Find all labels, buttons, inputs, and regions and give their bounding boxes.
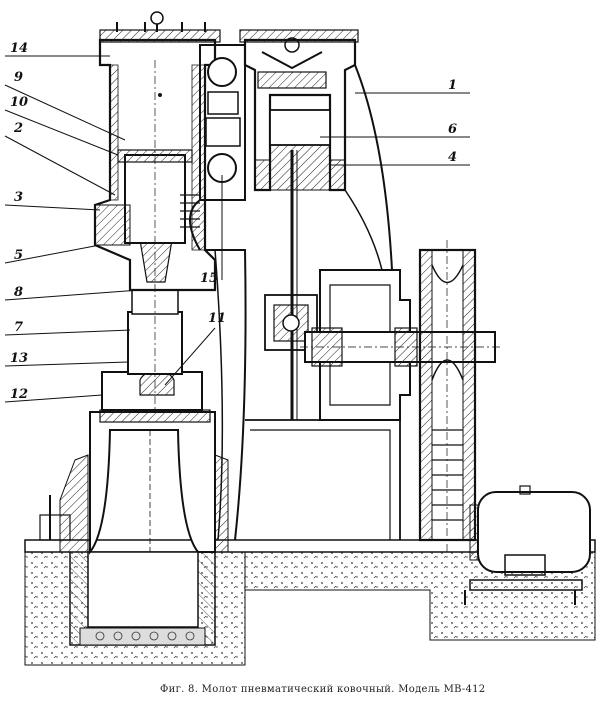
callout-8: 8 bbox=[14, 285, 23, 300]
callout-7: 7 bbox=[14, 320, 23, 335]
callout-10: 10 bbox=[10, 95, 28, 110]
valve-block bbox=[189, 44, 246, 251]
compressor-cylinder bbox=[239, 29, 359, 192]
motor bbox=[464, 485, 591, 605]
callout-4: 4 bbox=[448, 150, 457, 165]
anvil bbox=[39, 409, 229, 555]
callout-6: 6 bbox=[448, 122, 457, 137]
callout-leaders bbox=[4, 55, 470, 403]
frame bbox=[205, 64, 401, 541]
callout-13: 13 bbox=[10, 351, 28, 366]
callout-1: 1 bbox=[448, 78, 457, 93]
callout-5: 5 bbox=[14, 248, 23, 263]
callout-15: 15 bbox=[200, 271, 218, 286]
callout-9: 9 bbox=[14, 70, 23, 85]
figure-caption: Фиг. 8. Молот пневматический ковочный. М… bbox=[160, 684, 486, 695]
ram-and-dies bbox=[101, 60, 203, 411]
callout-12: 12 bbox=[10, 387, 28, 402]
callout-14: 14 bbox=[10, 41, 28, 56]
callout-labels: 14 9 10 2 3 5 8 7 13 12 1 6 4 15 11 bbox=[10, 41, 457, 402]
flywheel bbox=[418, 240, 477, 552]
callout-11: 11 bbox=[208, 311, 226, 326]
foundation bbox=[24, 539, 596, 666]
callout-2: 2 bbox=[13, 121, 23, 136]
callout-3: 3 bbox=[14, 190, 23, 205]
